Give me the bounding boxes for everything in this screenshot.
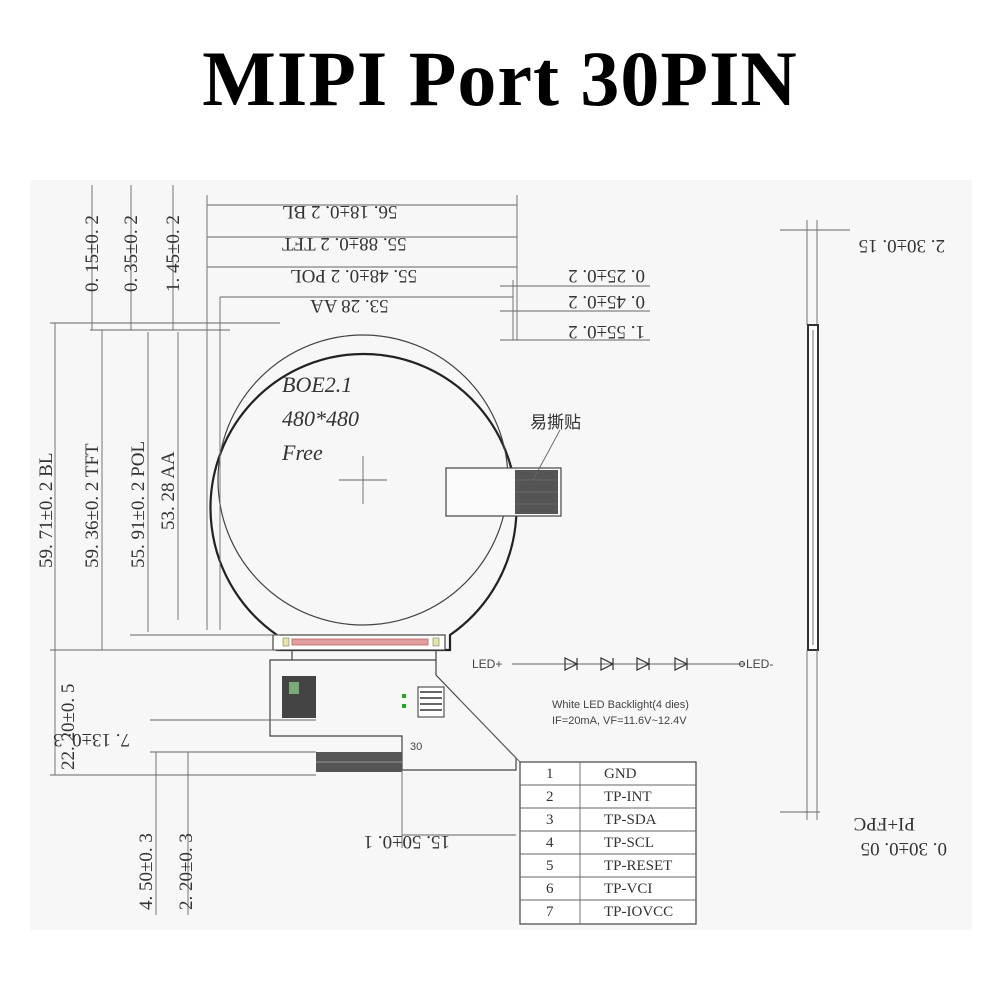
pin-number-1: 1 — [546, 766, 554, 782]
dim-bl-height: 59. 71±0. 2 BL — [36, 453, 57, 568]
dim-offset-right-c: 1. 55±0. 2 — [568, 321, 645, 342]
pin-name-5: TP-RESET — [604, 858, 672, 874]
panel-model-label: BOE2.1 — [282, 372, 352, 397]
dim-offset-right-b: 0. 45±0. 2 — [568, 291, 645, 312]
pin-name-6: TP-VCI — [604, 881, 652, 897]
dim-fpc-width-b: 2. 20±0. 3 — [176, 833, 197, 910]
side-view — [780, 220, 850, 820]
dim-offset-left-a: 0. 15±0. 2 — [82, 215, 103, 292]
dim-tft-height: 59. 36±0. 2 TFT — [82, 443, 103, 568]
led-cathode-label: LED- — [746, 657, 773, 671]
page-title: MIPI Port 30PIN — [202, 35, 798, 122]
pin-name-1: GND — [604, 766, 637, 782]
dim-aa-width: 53. 28 AA — [310, 295, 389, 316]
pin-number-7: 7 — [546, 904, 554, 920]
dim-offset-left-c: 1. 45±0. 2 — [163, 215, 184, 292]
module-outline — [209, 334, 518, 652]
pin-name-7: TP-IOVCC — [604, 904, 673, 920]
dim-fpc-length: 22. 20±0. 5 — [58, 684, 79, 770]
led-spec: IF=20mA, VF=11.6V~12.4V — [552, 715, 687, 727]
dim-fpc-offset: 7. 13±0. 3 — [53, 729, 130, 750]
connector-strip — [291, 638, 429, 646]
top-dimension-lines — [206, 195, 650, 630]
tear-tab-label: 易撕贴 — [530, 413, 581, 432]
pin-name-4: TP-SCL — [604, 835, 654, 851]
pin-number-2: 2 — [546, 789, 554, 805]
dim-fpc-width-a: 4. 50±0. 3 — [136, 833, 157, 910]
panel-free-label: Free — [281, 440, 323, 465]
tear-tab — [445, 429, 562, 517]
fpc-material-label: PI+FPC — [854, 813, 915, 834]
drawing-sheet: BOE2.1 480*480 Free 易撕贴 30 — [30, 180, 972, 930]
pin-number-6: 6 — [546, 881, 554, 897]
led-title: White LED Backlight(4 dies) — [552, 699, 689, 711]
dim-offset-right-a: 0. 25±0. 2 — [568, 265, 645, 286]
pin-number-5: 5 — [546, 858, 554, 874]
dim-connector-offset: 15. 50±0. 1 — [364, 831, 450, 852]
panel-resolution-label: 480*480 — [282, 406, 359, 431]
pin-table — [459, 699, 697, 925]
fpc-cable — [269, 650, 517, 772]
dim-bl-width: 56. 18±0. 2 BL — [282, 201, 397, 222]
dim-fpc-thickness: 0. 30±0. 05 — [861, 838, 947, 859]
led-anode-label: LED+ — [472, 657, 502, 671]
pin-table-rows: 1 GND 2 TP-INT 3 TP-SDA 4 TP-SCL 5 TP-RESET 6 TP-VC… — [546, 766, 673, 920]
pin-count-label: 30 — [410, 741, 422, 753]
left-dimension-lines — [50, 185, 516, 915]
dim-tft-width: 55. 88±0. 2 TFT — [282, 233, 407, 254]
dim-pol-width: 55. 48±0. 2 POL — [290, 265, 417, 286]
pin-number-4: 4 — [546, 835, 554, 851]
led-schematic — [512, 657, 745, 671]
pin-name-2: TP-INT — [604, 789, 652, 805]
technical-drawing: BOE2.1 480*480 Free 易撕贴 30 — [36, 185, 947, 925]
dim-thickness: 2. 30±0. 15 — [859, 235, 945, 256]
pin-number-3: 3 — [546, 812, 554, 828]
pin-name-3: TP-SDA — [604, 812, 657, 828]
dim-offset-left-b: 0. 35±0. 2 — [121, 215, 142, 292]
dim-aa-height: 53. 28 AA — [158, 451, 179, 530]
dim-pol-height: 55. 91±0. 2 POL — [128, 441, 149, 568]
